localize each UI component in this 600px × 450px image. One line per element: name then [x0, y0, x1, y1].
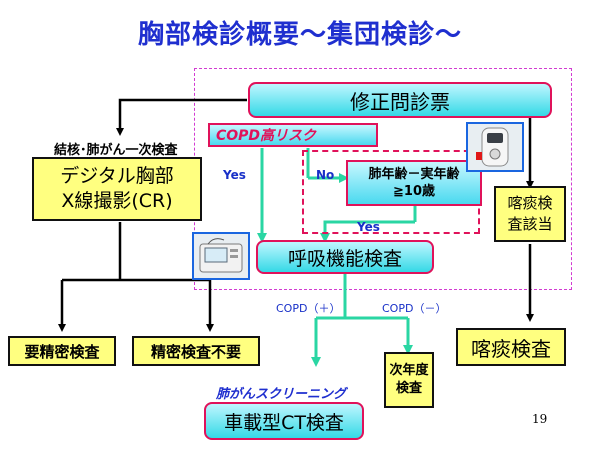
sputum-exam-label: 喀痰検査 — [471, 336, 551, 361]
needs-exam-label: 要精密検査 — [24, 342, 100, 361]
page-number: 19 — [532, 412, 548, 426]
xray-line2: X線撮影(CR) — [61, 190, 173, 212]
spirometer-device-image — [192, 232, 250, 280]
yes-label-mid: Yes — [357, 220, 380, 234]
lung-age-box: 肺年齢－実年齢 ≧10歳 — [346, 160, 482, 206]
next-year-line2: 検査 — [395, 381, 422, 396]
respiratory-label: 呼吸機能検査 — [287, 247, 402, 270]
lung-screening-label: 肺がんスクリーニング — [216, 387, 347, 402]
next-year-line1: 次年度 — [389, 363, 429, 378]
sputum-applicable-line1: 喀痰検 — [507, 194, 553, 212]
copd-risk-box: COPD高リスク — [208, 123, 378, 147]
no-exam-box: 精密検査不要 — [132, 336, 260, 366]
yes-label-left: Yes — [223, 168, 246, 182]
handheld-lung-meter-image — [466, 122, 524, 172]
sputum-applicable-line2: 査該当 — [507, 215, 553, 233]
needs-exam-box: 要精密検査 — [8, 336, 116, 366]
no-label: No — [316, 168, 335, 182]
no-exam-label: 精密検査不要 — [150, 342, 241, 361]
copd-risk-label: COPD高リスク — [216, 128, 317, 144]
next-year-box: 次年度 検査 — [384, 352, 434, 408]
questionnaire-label: 修正問診票 — [350, 89, 450, 114]
page-title: 胸部検診概要～集団検診～ — [137, 20, 462, 50]
ct-exam-box: 車載型CT検査 — [204, 402, 364, 440]
lung-age-line2: ≧10歳 — [393, 184, 435, 199]
ct-exam-label: 車載型CT検査 — [224, 411, 344, 434]
sputum-applicable-box: 喀痰検 査該当 — [494, 186, 566, 242]
questionnaire-box: 修正問診票 — [248, 82, 552, 118]
sputum-exam-box: 喀痰検査 — [456, 328, 566, 366]
arrow-questionnaire-to-xray — [116, 98, 247, 136]
copd-minus-label: COPD（－） — [382, 302, 447, 315]
xray-box: デジタル胸部 X線撮影(CR) — [32, 157, 202, 221]
copd-plus-label: COPD（＋） — [276, 302, 341, 315]
xray-line1: デジタル胸部 — [60, 165, 174, 187]
lung-age-line1: 肺年齢－実年齢 — [368, 167, 460, 182]
tb-lung-label: 結核･肺がん一次検査 — [54, 143, 178, 158]
respiratory-test-box: 呼吸機能検査 — [256, 240, 434, 274]
